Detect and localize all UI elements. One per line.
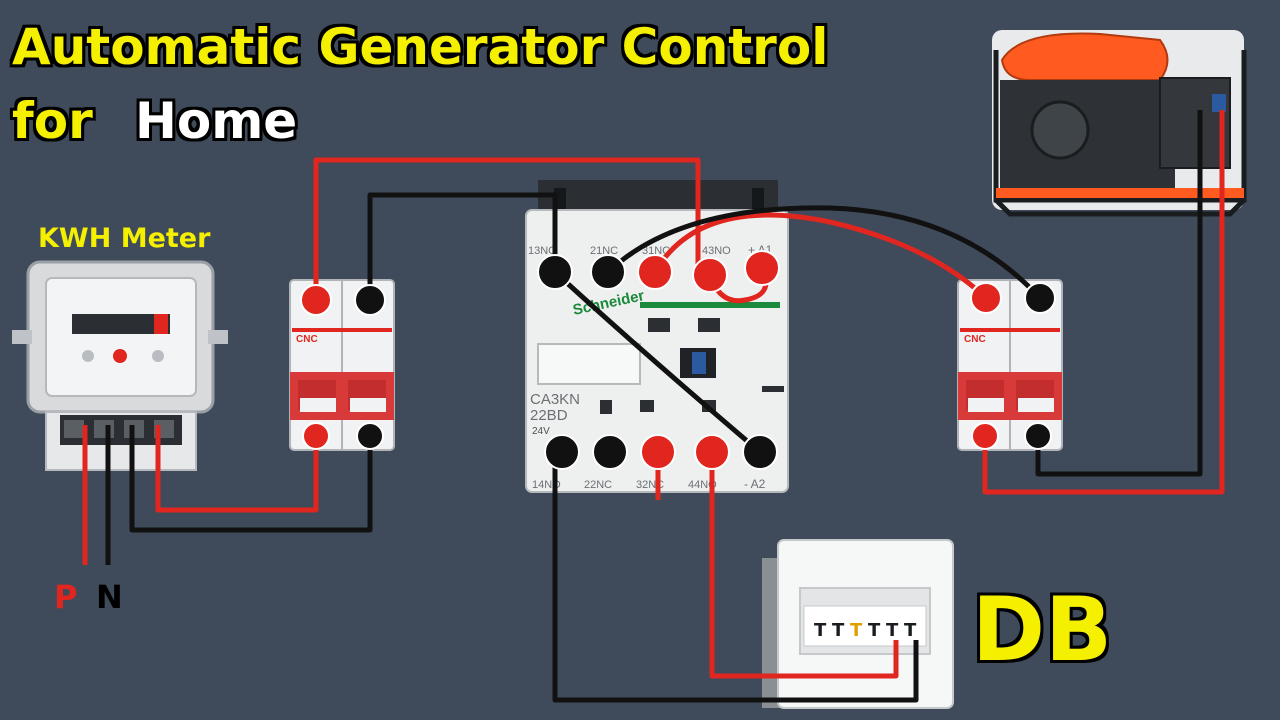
- right-breaker-top-phase: [970, 282, 1002, 314]
- terminal-43no: 43NO: [702, 245, 731, 257]
- contactor-14: [544, 434, 580, 470]
- contactor-44: [694, 434, 730, 470]
- left-breaker-bottom-phase: [302, 422, 330, 450]
- contactor-model-2: 22BD: [530, 407, 568, 424]
- db-switch-6: T: [904, 620, 917, 641]
- terminals: [300, 250, 1056, 470]
- db-switch-4: T: [868, 620, 881, 641]
- contactor-22: [592, 434, 628, 470]
- red-wire-breaker-to-contactor: [313, 157, 701, 300]
- black-wire-diagonal: [553, 270, 762, 454]
- terminal-a2: - A2: [744, 477, 766, 491]
- contactor-a2: [742, 434, 778, 470]
- contactor-voltage: 24V: [532, 426, 550, 437]
- main-breaker: CNC: [289, 279, 395, 451]
- generator-breaker: CNC: [957, 279, 1063, 451]
- terminal-31nc: 31NC: [642, 245, 670, 257]
- db-switch-1: T: [814, 620, 827, 641]
- right-breaker-top-neutral: [1024, 282, 1056, 314]
- kwh-meter: [12, 260, 228, 471]
- phase-label: P: [54, 578, 78, 616]
- db-switch-3: T: [850, 620, 863, 641]
- title-line-1: Automatic Generator Control: [12, 18, 829, 76]
- red-wires: [82, 110, 1225, 679]
- generator: [992, 30, 1247, 217]
- left-breaker-bottom-neutral: [356, 422, 384, 450]
- left-breaker-top-neutral: [354, 284, 386, 316]
- red-wire-gen-live: [982, 110, 1225, 495]
- terminal-22nc: 22NC: [584, 479, 612, 491]
- black-wire-breaker-to-contactor: [367, 192, 558, 300]
- terminal-21nc: 21NC: [590, 245, 618, 257]
- db-switch-2: T: [832, 620, 845, 641]
- contactor-21: [590, 254, 626, 290]
- left-breaker-top-phase: [300, 284, 332, 316]
- red-wire-contactor-to-gen-breaker: [652, 212, 988, 300]
- contactor-model-1: CA3KN: [530, 391, 580, 408]
- db-label: DB: [972, 578, 1113, 681]
- red-wire-to-db: [709, 452, 899, 679]
- title-line-2-home: Home: [135, 92, 298, 150]
- terminal-13no: 13NO: [528, 245, 557, 257]
- contactor-13: [537, 254, 573, 290]
- breaker-brand-right: CNC: [964, 334, 986, 345]
- db-switch-5: T: [886, 620, 899, 641]
- contactor-a1: [744, 250, 780, 286]
- black-wire-meter-to-breaker: [129, 425, 373, 533]
- contactor-43: [692, 257, 728, 293]
- title-line-2-for: for: [12, 92, 93, 150]
- kwh-meter-label: KWH Meter: [38, 223, 211, 254]
- black-wires: [105, 110, 1203, 703]
- neutral-label: N: [96, 578, 123, 616]
- black-wire-to-db: [552, 452, 919, 703]
- right-breaker-bottom-phase: [971, 422, 999, 450]
- contactor-32: [640, 434, 676, 470]
- red-wire-meter-to-breaker: [155, 425, 319, 513]
- right-breaker-bottom-neutral: [1024, 422, 1052, 450]
- black-wire-gen-neutral: [1035, 110, 1203, 477]
- distribution-board: T T T T T T: [762, 539, 954, 709]
- breaker-brand-left: CNC: [296, 334, 318, 345]
- black-wire-contactor-to-gen-breaker: [606, 205, 1042, 300]
- contactor-31: [637, 254, 673, 290]
